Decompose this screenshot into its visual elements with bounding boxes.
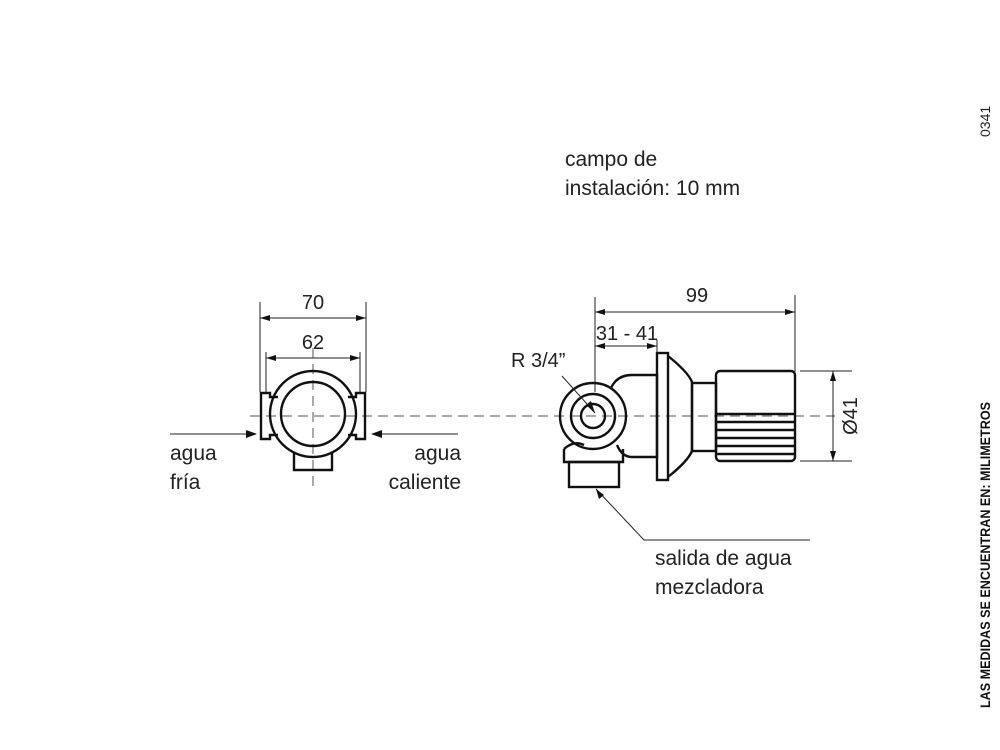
side-inlet-inner (569, 392, 617, 440)
front-body-outer (268, 369, 358, 459)
units-note: LAS MEDIDAS SE ENCUENTRAN EN: MILIMETROS (977, 402, 993, 708)
dim-99-arrow-left (595, 309, 605, 315)
hot-water-arrow-head (371, 430, 382, 438)
dim-diameter-arrow-bottom (830, 451, 836, 461)
cold-water-label-1: agua (170, 442, 217, 465)
dim-31-41-text: 31 - 41 (596, 323, 658, 345)
cold-water-arrow-head (246, 430, 257, 438)
front-body-inner (279, 380, 347, 448)
side-flange (655, 351, 670, 482)
outlet-label-2: mezcladora (655, 576, 764, 599)
hot-water-label-1: agua (414, 442, 461, 465)
front-outlet (292, 452, 334, 472)
install-range-label-1: campo de (565, 148, 657, 171)
cold-water-label-2: fría (170, 471, 201, 494)
dim-31-41-arrow-left (595, 343, 605, 349)
dim-70-arrow-right (356, 315, 366, 321)
thread-leader-arrow (586, 401, 595, 413)
dim-62-text: 62 (302, 332, 324, 354)
drawing-code: 0341 (977, 106, 993, 137)
side-view: 99 31 - 41 Ø41 R 3/4” salida de agua mez… (511, 285, 862, 599)
side-inlet-bore (579, 402, 607, 430)
outlet-leader (595, 488, 810, 541)
side-outlet-collar (562, 449, 625, 464)
dim-70-arrow-left (260, 315, 270, 321)
cold-water-connection (259, 391, 278, 441)
thread-label: R 3/4” (511, 350, 565, 372)
side-outlet-body (567, 460, 621, 489)
dim-diameter-arrow-top (830, 371, 836, 381)
dim-99-text: 99 (686, 285, 708, 307)
hot-water-label-2: caliente (389, 471, 461, 494)
dim-diameter-text: Ø41 (840, 397, 862, 435)
dim-62-arrow-left (266, 355, 276, 361)
dim-99-arrow-right (785, 309, 795, 315)
hot-water-connection (348, 391, 367, 441)
install-range-label-2: instalación: 10 mm (565, 177, 740, 200)
side-cap (714, 369, 797, 463)
dim-62-arrow-right (350, 355, 360, 361)
outlet-label-1: salida de agua (655, 547, 792, 570)
dim-70-text: 70 (302, 292, 324, 314)
dim-31-41-arrow-right (647, 343, 657, 349)
outlet-leader-arrow (596, 489, 604, 499)
side-collar-ring (690, 381, 718, 453)
side-inlet-outer (558, 381, 628, 451)
front-view: 70 62 agua fría agua caliente (170, 292, 461, 494)
